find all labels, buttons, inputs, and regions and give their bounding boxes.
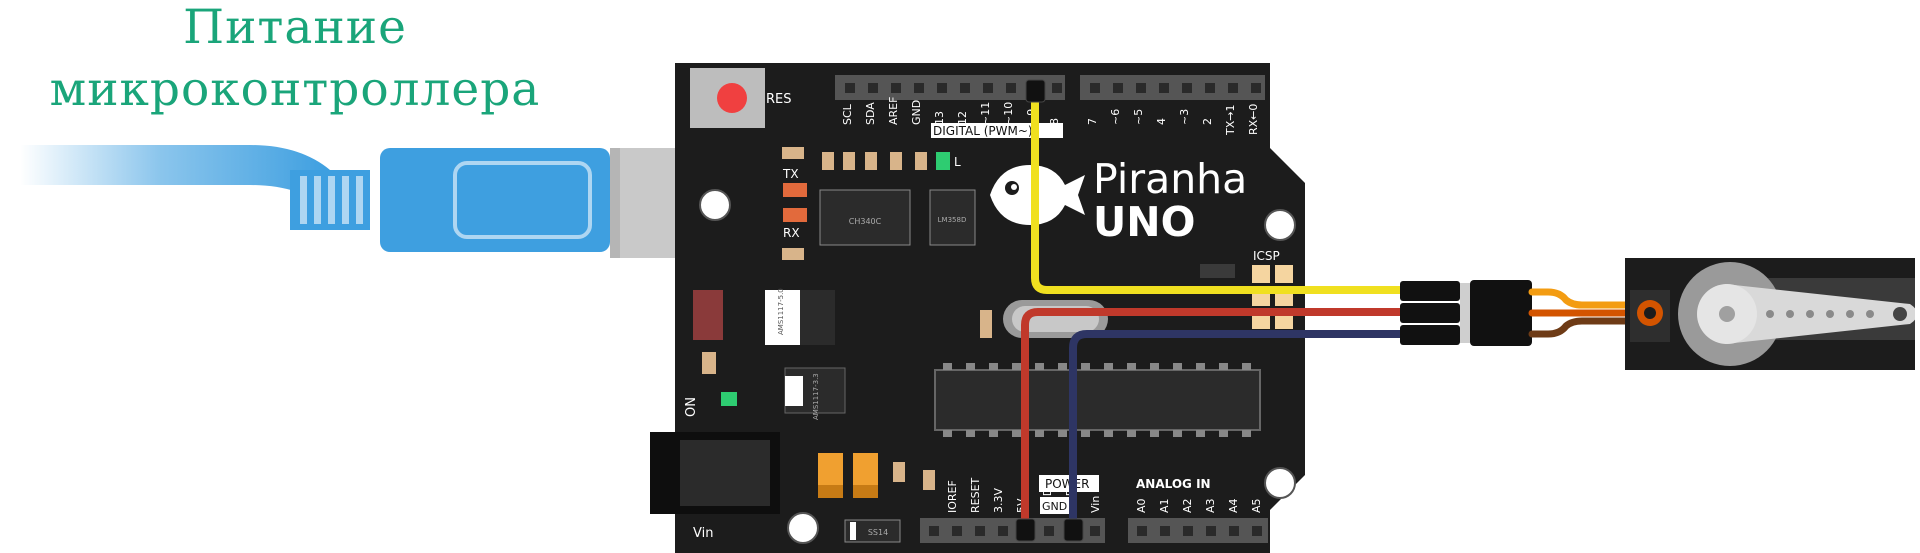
microcontroller-chip xyxy=(934,363,1261,437)
pin-label: 7 xyxy=(1086,118,1099,125)
signal-pin-cap xyxy=(1025,79,1046,103)
caption-line-1: Питание xyxy=(183,0,407,55)
ground-wire xyxy=(1069,330,1409,534)
reg1-label: AMS1117-5.0 xyxy=(777,288,785,335)
jumper-connector xyxy=(1400,280,1532,346)
usb-chip: CH340C xyxy=(819,189,911,246)
on-led xyxy=(721,392,737,406)
smd-part xyxy=(923,470,935,490)
pin-label: IOREF xyxy=(946,480,959,513)
smd-capacitor xyxy=(980,310,992,338)
diode-label: SS14 xyxy=(868,528,888,537)
jumper-wires xyxy=(1021,84,1409,534)
pin-label: AREF xyxy=(887,97,900,125)
pin-label: Vin xyxy=(1089,496,1102,513)
digital-header-right xyxy=(1080,75,1265,100)
pin-label: ~6 xyxy=(1109,109,1122,125)
rx-label: RX xyxy=(783,226,800,240)
smd-part xyxy=(1200,264,1235,278)
pin-label: ~11 xyxy=(979,102,992,125)
power-wire xyxy=(1021,308,1409,534)
pin-label: 3.3V xyxy=(992,488,1005,513)
schottky-diode: SS14 xyxy=(844,519,901,543)
pin-label: A2 xyxy=(1181,498,1194,513)
pin-label: RESET xyxy=(969,477,982,513)
pin-label: A0 xyxy=(1135,498,1148,513)
pin-label: A3 xyxy=(1204,498,1217,513)
analog-label: ANALOG IN xyxy=(1136,477,1211,491)
pin-label: 12 xyxy=(956,111,969,125)
usb-plug-icon xyxy=(20,145,730,258)
smd-part xyxy=(702,352,716,374)
pin-label: TX→1 xyxy=(1224,105,1237,136)
servo-motor-icon xyxy=(1625,258,1920,370)
pin-label: RX←0 xyxy=(1247,104,1260,135)
reg2-label: AMS1117-3.3 xyxy=(812,373,820,420)
analog-header xyxy=(1128,518,1268,543)
top-pin-labels: SCL SDA AREF GND 13 12 ~11 ~10 ~9 8 7 ~6… xyxy=(841,97,1260,136)
rx-led xyxy=(783,208,807,222)
reset-button-icon[interactable] xyxy=(690,68,765,128)
model-name: UNO xyxy=(1093,198,1195,246)
pin-label: 2 xyxy=(1201,118,1214,125)
pin-label: ~3 xyxy=(1178,109,1191,125)
ground-pin-cap xyxy=(1063,518,1084,542)
pin-label: ~10 xyxy=(1002,102,1015,125)
tx-label: TX xyxy=(782,167,799,181)
pin-label: ~5 xyxy=(1132,109,1145,125)
brand-name: Piranha xyxy=(1093,155,1247,203)
pin-label: SDA xyxy=(864,102,877,125)
smd-part xyxy=(893,462,905,482)
icsp-label: ICSP xyxy=(1253,249,1280,263)
mounting-holes xyxy=(699,189,1296,544)
gnd-label-bg xyxy=(1040,497,1070,514)
regulator-3v3: AMS1117-3.3 xyxy=(784,367,846,420)
pin-label: A1 xyxy=(1158,498,1171,513)
pin-label: 8 xyxy=(1048,118,1061,125)
opamp-chip-label: LM358D xyxy=(938,216,967,224)
pin-label: GND xyxy=(910,100,923,125)
signal-wire xyxy=(1031,84,1409,294)
smd-resistors xyxy=(782,147,927,260)
opamp-chip: LM358D xyxy=(929,189,976,246)
tx-led xyxy=(783,183,807,197)
l-led-label: L xyxy=(954,155,961,169)
digital-label: DIGITAL (PWM~) xyxy=(933,124,1033,138)
regulator-5v: AMS1117-5.0 xyxy=(765,288,835,345)
usb-chip-label: CH340C xyxy=(849,217,882,226)
pin-label: 13 xyxy=(933,111,946,125)
l-led xyxy=(936,152,950,170)
tantalum-capacitors xyxy=(818,453,878,498)
pin-label: A5 xyxy=(1250,498,1263,513)
digital-label-bg xyxy=(931,123,1063,138)
caption-line-2: микроконтроллера xyxy=(49,62,541,117)
dc-barrel-jack-icon xyxy=(650,432,780,514)
smd-fuse xyxy=(693,290,723,340)
pin-label: 4 xyxy=(1155,118,1168,125)
power-pin-cap xyxy=(1015,518,1036,542)
vin-label: Vin xyxy=(693,526,713,541)
power-label: POWER xyxy=(1045,477,1089,491)
pin-label: A4 xyxy=(1227,498,1240,513)
gnd-label: GND xyxy=(1042,500,1067,513)
reset-label: RES xyxy=(766,92,792,107)
on-label: ON xyxy=(684,397,699,417)
pin-label: SCL xyxy=(841,103,854,125)
